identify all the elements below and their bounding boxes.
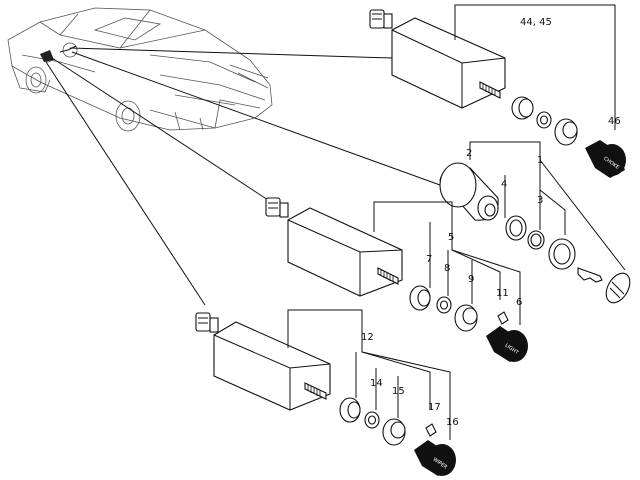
connector-middle — [265, 197, 289, 218]
set-screw-11 — [497, 311, 509, 325]
callout-1: 1 — [537, 155, 543, 166]
callout-6: 6 — [516, 297, 522, 308]
ignition-switch-assembly: 2 1 4 3 — [439, 141, 631, 304]
callout-7: 7 — [426, 254, 432, 265]
callout-46: 46 — [608, 116, 621, 127]
wiper-knob: WIPER — [414, 440, 456, 476]
callout-17: 17 — [428, 402, 441, 413]
callout-8: 8 — [444, 263, 450, 274]
car-outline — [7, 7, 273, 132]
callout-44-45: 44, 45 — [520, 17, 552, 28]
light-switch-assembly: LIGHT 5 7 8 9 11 6 — [265, 197, 528, 362]
callout-11: 11 — [496, 288, 509, 299]
connector-top — [369, 9, 393, 29]
set-screw-17 — [425, 423, 437, 437]
choke-knob: CHOKE — [585, 140, 626, 178]
wiper-switch-assembly: WIPER 12 14 15 17 16 — [195, 309, 459, 476]
callout-5: 5 — [448, 232, 454, 243]
callout-12: 12 — [361, 332, 374, 343]
callout-2: 2 — [466, 148, 472, 159]
callout-15: 15 — [392, 386, 405, 397]
light-knob: LIGHT — [486, 326, 528, 362]
choke-switch-assembly: CHOKE 44, 45 46 — [369, 4, 626, 178]
connector-bottom — [195, 312, 219, 333]
callout-14: 14 — [370, 378, 383, 389]
callout-9: 9 — [468, 274, 474, 285]
callout-3: 3 — [537, 195, 543, 206]
callout-16: 16 — [446, 417, 459, 428]
leader-lines — [45, 45, 441, 306]
ignition-key — [577, 267, 631, 304]
callout-4: 4 — [501, 179, 507, 190]
